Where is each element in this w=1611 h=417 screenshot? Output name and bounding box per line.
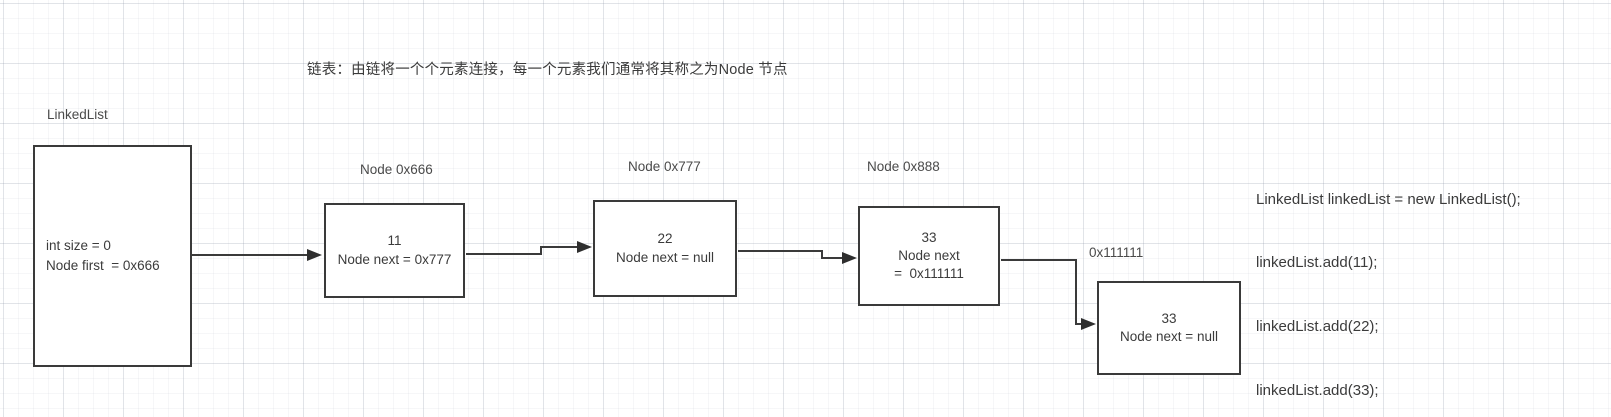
connector-node-3-to-node-4 bbox=[1001, 259, 1096, 330]
code-line-3: linkedList.add(22); bbox=[1256, 318, 1379, 336]
node-1-value: 11 bbox=[387, 233, 402, 249]
linkedlist-caption: LinkedList bbox=[47, 107, 108, 122]
node-2-next: Node next = null bbox=[616, 249, 714, 265]
node-3-box: 33 Node next = 0x111111 bbox=[858, 206, 1000, 306]
node-4-caption: 0x111111 bbox=[1089, 245, 1144, 260]
node-1-caption: Node 0x666 bbox=[360, 162, 433, 177]
linkedlist-field-size: int size = 0 bbox=[46, 238, 111, 254]
node-3-value: 33 bbox=[921, 229, 937, 245]
node-1-next: Node next = 0x777 bbox=[337, 251, 452, 267]
node-1-box: 11 Node next = 0x777 bbox=[324, 203, 465, 298]
diagram-title: 链表：由链将一个个元素连接，每一个元素我们通常将其称之为Node 节点 bbox=[307, 62, 788, 78]
linkedlist-field-first: Node first = 0x666 bbox=[46, 258, 160, 273]
code-line-2: linkedList.add(11); bbox=[1256, 254, 1378, 272]
node-4-box: 33 Node next = null bbox=[1097, 281, 1241, 375]
connector-head-to-node-1 bbox=[192, 249, 322, 261]
node-2-box: 22 Node next = null bbox=[593, 200, 737, 297]
node-4-value: 33 bbox=[1161, 310, 1177, 326]
node-4-next: Node next = null bbox=[1120, 329, 1218, 344]
code-line-1: LinkedList linkedList = new LinkedList()… bbox=[1256, 190, 1521, 208]
node-3-next-label: Node next bbox=[898, 247, 960, 263]
code-block: LinkedList linkedList = new LinkedList()… bbox=[1256, 146, 1521, 417]
node-3-caption: Node 0x888 bbox=[867, 159, 940, 174]
connector-node-1-to-node-2 bbox=[466, 241, 592, 255]
node-2-caption: Node 0x777 bbox=[628, 159, 701, 174]
node-2-value: 22 bbox=[657, 231, 673, 247]
node-3-next-value: = 0x111111 bbox=[894, 266, 964, 282]
code-line-4: linkedList.add(33); bbox=[1256, 382, 1379, 400]
connector-node-2-to-node-3 bbox=[738, 250, 857, 264]
linkedlist-box: int size = 0 Node first = 0x666 bbox=[33, 145, 192, 367]
